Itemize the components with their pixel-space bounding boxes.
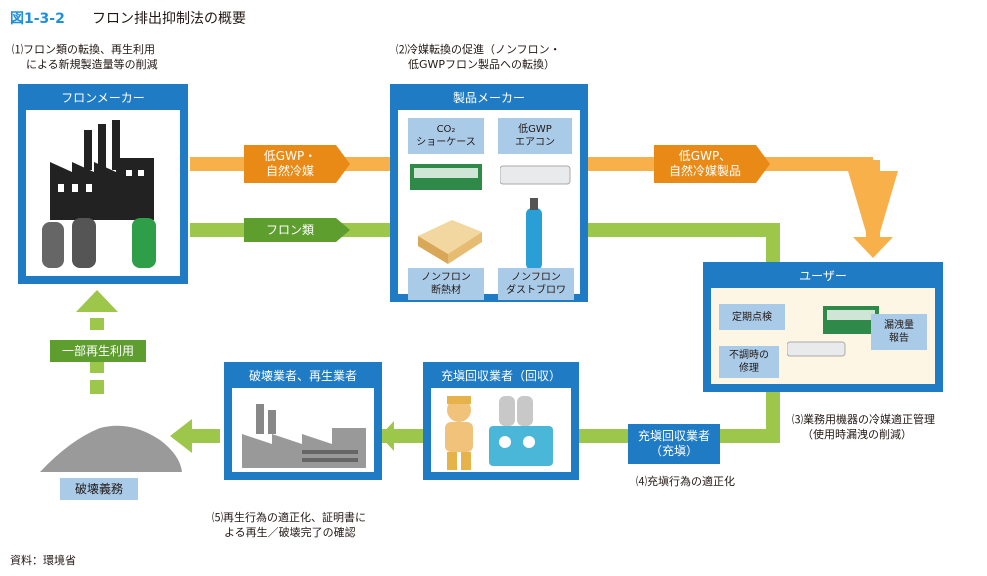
user-showcase-icon [823, 306, 879, 334]
arrow-orange-down [866, 160, 880, 245]
insulation-icon [418, 220, 482, 264]
note-3: ⑶業務用機器の冷媒適正管理 （使用時漏洩の削減） [792, 413, 935, 441]
destruction-duty-label: 破壊義務 [60, 478, 138, 500]
user-panel: ユーザー 定期点検 漏洩量報告 不調時の修理 [703, 262, 943, 392]
tile-nonfluoro-dust-blower: ノンフロンダストブロワ [498, 268, 574, 300]
tile-nonfluoro-insulation: ノンフロン断熱材 [408, 268, 484, 300]
reuse-dash-2 [90, 361, 104, 373]
note-4: ⑷充塡行為の適正化 [636, 475, 735, 488]
arrow-label-low-gwp: 低GWP・自然冷媒 [244, 145, 336, 183]
recharge-recovery-title: 充塡回収業者（回収） [440, 369, 561, 383]
note-1: ⑴フロン類の転換、再生利用 による新規製造量等の削減 [12, 43, 158, 71]
arrow-green-6 [578, 429, 628, 443]
factory-icon [42, 120, 156, 268]
fluoro-maker-body [26, 110, 180, 276]
arrow-green-8-head [170, 419, 192, 453]
arrow-label-reuse: 一部再生利用 [50, 340, 146, 362]
arrow-green-8 [190, 429, 220, 443]
recharge-recovery-panel: 充塡回収業者（回収） [423, 362, 579, 480]
tile-periodic-inspection: 定期点検 [719, 304, 785, 330]
destruction-recycling-panel: 破壊業者、再生業者 [224, 362, 382, 480]
dust-blower-icon [526, 198, 542, 270]
note-5: ⑸再生行為の適正化、証明書に よる再生／破壊完了の確認 [212, 511, 366, 539]
arrow-green-7-head [380, 421, 394, 451]
arrow-green-2 [588, 223, 780, 237]
tile-leak-report: 漏洩量報告 [871, 314, 927, 350]
debris-pile-icon [40, 425, 182, 472]
user-aircon-icon [787, 341, 846, 357]
figure-title: フロン排出抑制法の概要 [92, 11, 246, 27]
reuse-dash-1 [90, 380, 104, 394]
worker-recovery-icon [445, 396, 553, 470]
destruction-recycling-title: 破壊業者、再生業者 [248, 369, 357, 383]
arrow-label-recharge: 充塡回収業者（充塡） [628, 424, 720, 464]
arrow-green-3 [766, 223, 780, 263]
gas-cylinder-gray-icon [42, 222, 64, 268]
destruction-recycling-body [232, 388, 374, 472]
gas-cylinder-green-icon [132, 218, 156, 268]
product-maker-title: 製品メーカー [452, 91, 525, 105]
recharge-recovery-body [431, 388, 571, 472]
user-body: 定期点検 漏洩量報告 不調時の修理 [711, 288, 935, 384]
arrow-orange-tip [853, 237, 893, 258]
source-note: 資料：環境省 [10, 554, 76, 567]
fluoro-maker-title: フロンメーカー [61, 91, 145, 105]
showcase-icon [410, 164, 482, 190]
destruction-plant-icon [242, 404, 366, 468]
reuse-dash-3 [90, 318, 104, 330]
reuse-arrow-head [76, 290, 118, 312]
tile-malfunction-repair: 不調時の修理 [719, 346, 779, 378]
user-title: ユーザー [799, 269, 847, 283]
arrow-label-fluoro: フロン類 [244, 218, 336, 242]
note-2: ⑵冷媒転換の促進（ノンフロン・ 低GWPフロン製品への転換） [396, 43, 561, 71]
aircon-icon [500, 165, 571, 185]
arrow-label-products: 低GWP、自然冷媒製品 [654, 145, 756, 183]
arrow-green-5 [720, 429, 780, 443]
figure-number: 図1-3-2 [10, 11, 65, 27]
fluoro-maker-panel: フロンメーカー [18, 84, 188, 284]
